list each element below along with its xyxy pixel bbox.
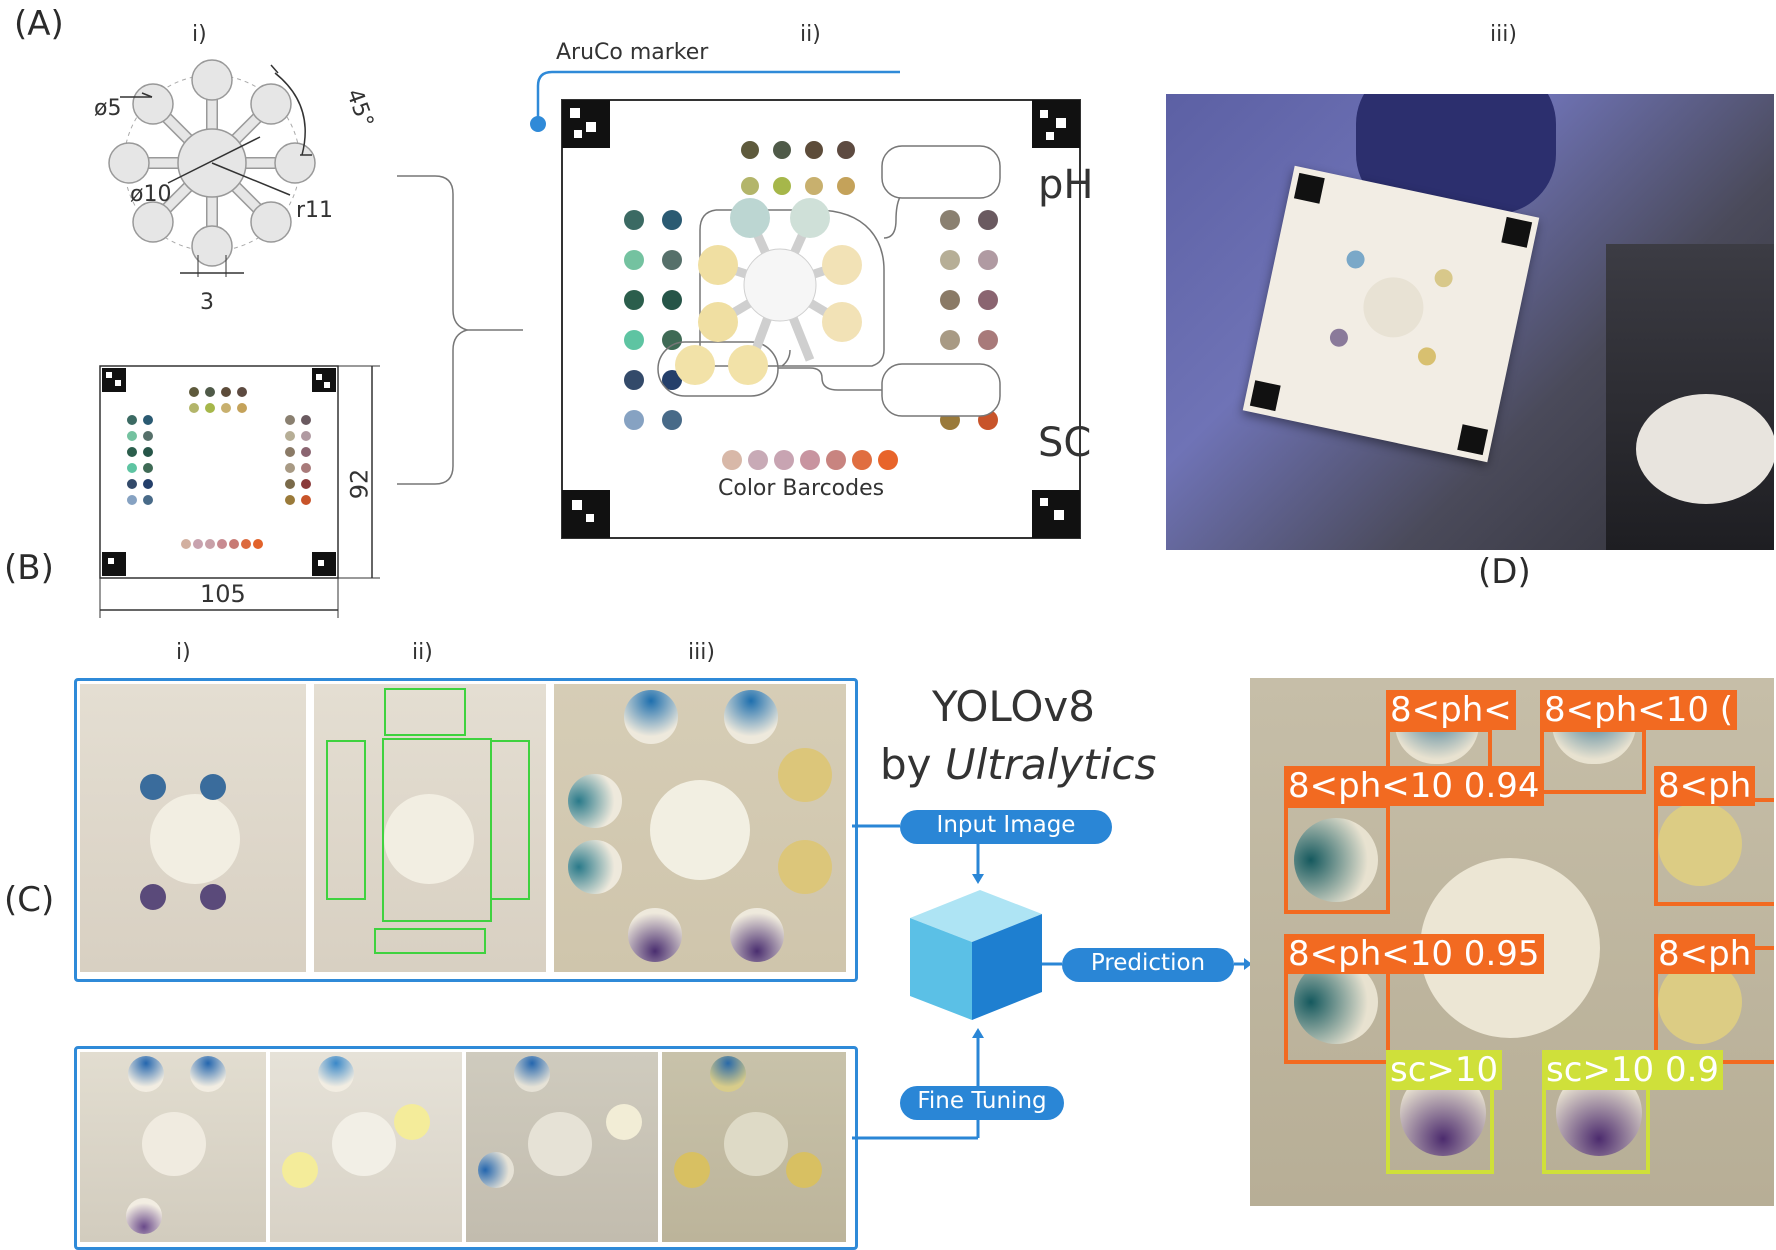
detection-box <box>1284 804 1390 914</box>
device-design-drawing <box>108 59 316 277</box>
subpanel-label-b-ii: ii) <box>412 640 433 665</box>
star-device-layout <box>675 198 862 385</box>
aruco-pointer-dot <box>530 116 546 132</box>
photo-b-iii <box>554 684 846 972</box>
card-border <box>561 99 1081 539</box>
sc-callout-label: SC <box>1038 420 1092 466</box>
card-schematic <box>99 365 380 618</box>
sc-callout <box>881 363 1001 417</box>
panel-label-a: (A) <box>14 4 64 44</box>
detection-label: sc>10 <box>1386 1050 1503 1090</box>
detection-label: 8<ph<10 0.95 <box>1284 934 1544 974</box>
subpanel-label-b-iii: iii) <box>688 640 715 665</box>
subpanel-label-a-ii: ii) <box>800 22 821 47</box>
prediction-label: Prediction <box>1090 950 1206 976</box>
field-photo <box>1166 94 1774 550</box>
fine-tuning-label: Fine Tuning <box>917 1088 1047 1114</box>
photo-c-2 <box>270 1052 462 1242</box>
yolo-flow <box>852 810 1252 1140</box>
detection-box <box>1654 798 1774 906</box>
detection-label: 8<ph<10 0.94 <box>1284 766 1544 806</box>
photo-c-4 <box>662 1052 846 1242</box>
subpanel-label-b-i: i) <box>176 640 191 665</box>
merge-brace <box>397 175 523 485</box>
dim-arc-angle <box>274 72 306 156</box>
detection-label: sc>10 0.9 <box>1542 1050 1724 1090</box>
photo-card <box>1242 165 1540 463</box>
dim-label-d5: ø5 <box>94 96 122 121</box>
aruco-marker-label: AruCo marker <box>556 40 709 65</box>
card-layout-diagram <box>530 70 1081 539</box>
panel-label-b: (B) <box>4 548 54 588</box>
prediction-pill <box>1062 948 1234 982</box>
ph-callout-label: pH <box>1038 162 1094 208</box>
color-barcode-dots <box>722 450 898 470</box>
detection-photo: 8<ph< 8<ph<10 ( 8<ph<10 0.94 8<ph 8<ph<1… <box>1250 678 1774 1206</box>
detection-label: 8<ph< <box>1386 690 1516 730</box>
detection-label: 8<ph <box>1654 934 1756 974</box>
lab-bottle <box>1636 394 1774 504</box>
input-image-pill <box>900 810 1112 844</box>
dim-label-92: 92 <box>345 468 374 500</box>
model-vendor-line: by Ultralytics <box>880 740 1156 789</box>
model-vendor: Ultralytics <box>944 740 1157 789</box>
model-by: by <box>880 740 932 789</box>
ph-callout <box>881 145 1001 199</box>
panel-label-c: (C) <box>4 880 55 920</box>
dim-label-105: 105 <box>200 580 246 608</box>
panel-label-d: (D) <box>1478 552 1531 592</box>
subpanel-label-a-i: i) <box>192 22 207 47</box>
photo-b-ii <box>314 684 546 972</box>
dim-label-w3: 3 <box>200 290 214 315</box>
photo-b-i <box>80 684 306 972</box>
aruco-marker-icon <box>312 368 336 392</box>
model-name: YOLOv8 <box>932 682 1095 731</box>
ph-zone-outline <box>716 209 885 367</box>
dim-line-d10 <box>167 136 261 184</box>
input-image-label: Input Image <box>936 812 1076 838</box>
photo-c-1 <box>80 1052 266 1242</box>
detection-label: 8<ph <box>1654 766 1756 806</box>
subpanel-label-a-iii: iii) <box>1490 22 1517 47</box>
star-device-outline <box>108 59 316 267</box>
detection-label: 8<ph<10 ( <box>1540 690 1738 730</box>
model-cube-icon <box>910 890 1042 942</box>
photo-c-3 <box>466 1052 658 1242</box>
detection-box <box>1540 728 1646 794</box>
dim-line-r11 <box>211 162 291 196</box>
aruco-marker-icon <box>102 368 126 392</box>
dim-label-d10: ø10 <box>130 182 172 207</box>
color-barcodes-label: Color Barcodes <box>718 476 885 501</box>
fine-tuning-pill <box>900 1086 1064 1120</box>
dim-label-r11: r11 <box>296 198 334 223</box>
color-dot-grid <box>127 387 311 549</box>
